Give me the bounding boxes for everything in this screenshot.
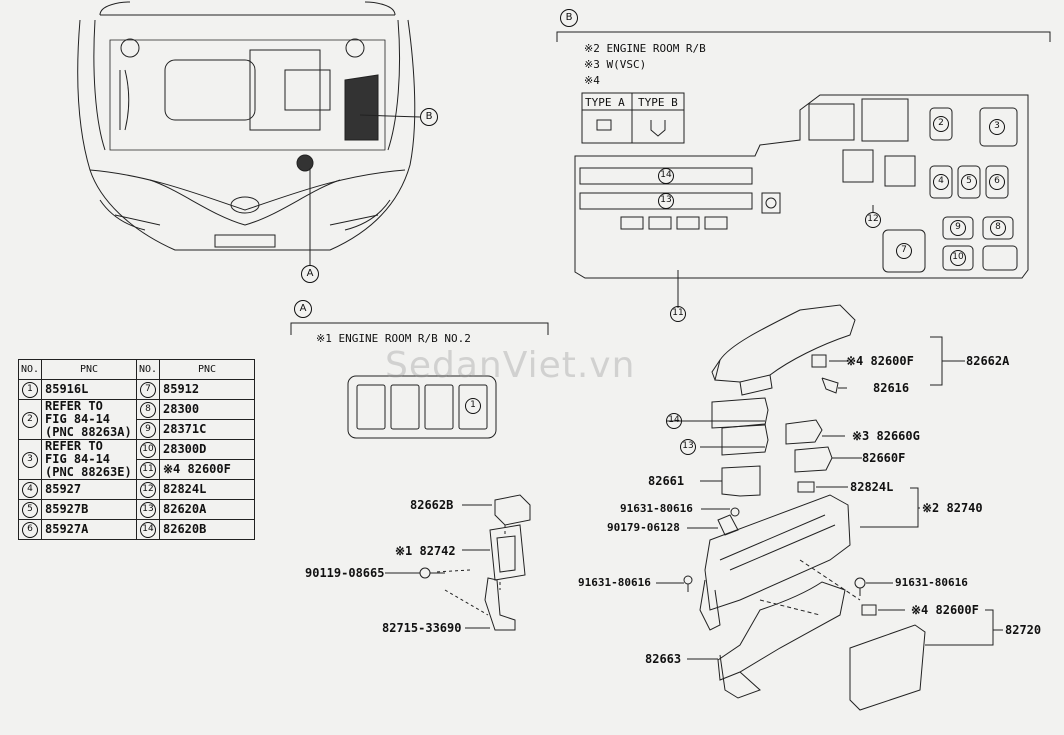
part-label: 82663: [645, 652, 682, 666]
part-label: ※4 82600F: [911, 603, 979, 617]
fuse-type-b-label: TYPE B: [638, 96, 678, 109]
row-number: 7: [140, 382, 156, 398]
part-label: 82662B: [410, 498, 454, 512]
row-number: 11: [140, 462, 156, 478]
part-label: 90119-08665: [305, 566, 385, 580]
part-label: 82662A: [966, 354, 1010, 368]
table-row: 4 85927 12 82824L: [18, 479, 255, 500]
callout-b-section: B: [560, 9, 578, 27]
part-label: 82824L: [850, 480, 894, 494]
row-number: 9: [140, 422, 156, 438]
marker-8: 8: [990, 220, 1006, 236]
marker-5: 5: [961, 174, 977, 190]
marker-13: 13: [658, 193, 674, 209]
row-number: 12: [140, 482, 156, 498]
row-number: 4: [22, 482, 38, 498]
watermark: SedanViet.vn: [385, 345, 636, 386]
section-a-title: ※1 ENGINE ROOM R/B NO.2: [316, 332, 471, 345]
part-label: 90179-06128: [607, 521, 680, 534]
marker-12: 12: [865, 212, 881, 228]
marker-6: 6: [989, 174, 1005, 190]
marker-11: 11: [670, 306, 686, 322]
row-number: 14: [140, 522, 156, 538]
col-header-pnc: PNC: [41, 359, 137, 380]
part-number: ※4 82600F: [159, 459, 255, 480]
part-label: ※4 82600F: [846, 354, 914, 368]
part-label: 82661: [648, 474, 685, 488]
part-number: 82620B: [159, 519, 255, 540]
part-number: 28371C: [159, 419, 255, 440]
marker-3: 3: [989, 119, 1005, 135]
table-row: 6 85927A 14 82620B: [18, 519, 255, 540]
part-number: 82620A: [159, 499, 255, 520]
section-b-note4: ※4: [584, 74, 600, 87]
row-number: 10: [140, 442, 156, 458]
marker-2: 2: [933, 116, 949, 132]
part-number: 85927A: [41, 519, 137, 540]
marker-14: 14: [658, 168, 674, 184]
fuse-type-a-label: TYPE A: [585, 96, 625, 109]
part-label: 82715-33690: [382, 621, 462, 635]
part-label: ※3 82660G: [852, 429, 920, 443]
part-number: 28300D: [159, 439, 255, 460]
callout-a-main: A: [301, 265, 319, 283]
part-label: 91631-80616: [620, 502, 693, 515]
row-number: 3: [22, 452, 38, 468]
parts-table: NO. PNC NO. PNC 1 85916L 7 85912 2 REFER…: [18, 359, 255, 540]
row-number: 5: [22, 502, 38, 518]
part-number: 85927B: [41, 499, 137, 520]
part-number: 85912: [159, 379, 255, 400]
part-label: 91631-80616: [578, 576, 651, 589]
col-header-no-2: NO.: [136, 359, 160, 380]
part-label: 82660F: [862, 451, 906, 465]
row-number: 6: [22, 522, 38, 538]
section-b-note3: ※3 W(VSC): [584, 58, 647, 71]
part-label: 91631-80616: [895, 576, 968, 589]
part-number: 85927: [41, 479, 137, 500]
table-row: 9 28371C: [19, 419, 255, 440]
marker-13-exploded: 13: [680, 439, 696, 455]
part-number: 85916L: [41, 379, 137, 400]
marker-7: 7: [896, 243, 912, 259]
marker-1: 1: [465, 398, 481, 414]
col-header-pnc-2: PNC: [159, 359, 255, 380]
callout-a-section: A: [294, 300, 312, 318]
row-number: 1: [22, 382, 38, 398]
part-number: 28300: [159, 399, 255, 420]
part-label: ※1 82742: [395, 544, 456, 558]
table-row: 3 REFER TO FIG 84-14 (PNC 88263E) 10 283…: [18, 439, 255, 480]
marker-10: 10: [950, 250, 966, 266]
callout-b-main: B: [420, 108, 438, 126]
car-front-illustration: [77, 1, 416, 251]
row-number: 13: [140, 502, 156, 518]
part-number: REFER TO FIG 84-14 (PNC 88263E): [41, 439, 137, 480]
part-label: ※2 82740: [922, 501, 983, 515]
marker-4: 4: [933, 174, 949, 190]
row-number: 2: [22, 412, 38, 428]
part-label: 82616: [873, 381, 910, 395]
section-b-title: ※2 ENGINE ROOM R/B: [584, 42, 706, 55]
part-label: 82720: [1005, 623, 1042, 637]
table-row: 2 REFER TO FIG 84-14 (PNC 88263A) 8 2830…: [18, 399, 255, 440]
col-header-no: NO.: [18, 359, 42, 380]
marker-9: 9: [950, 220, 966, 236]
part-number: REFER TO FIG 84-14 (PNC 88263A): [41, 399, 137, 440]
table-row: 5 85927B 13 82620A: [18, 499, 255, 520]
row-number: 8: [140, 402, 156, 418]
part-number: 82824L: [159, 479, 255, 500]
table-row: 1 85916L 7 85912: [18, 379, 255, 400]
marker-14-exploded: 14: [666, 413, 682, 429]
